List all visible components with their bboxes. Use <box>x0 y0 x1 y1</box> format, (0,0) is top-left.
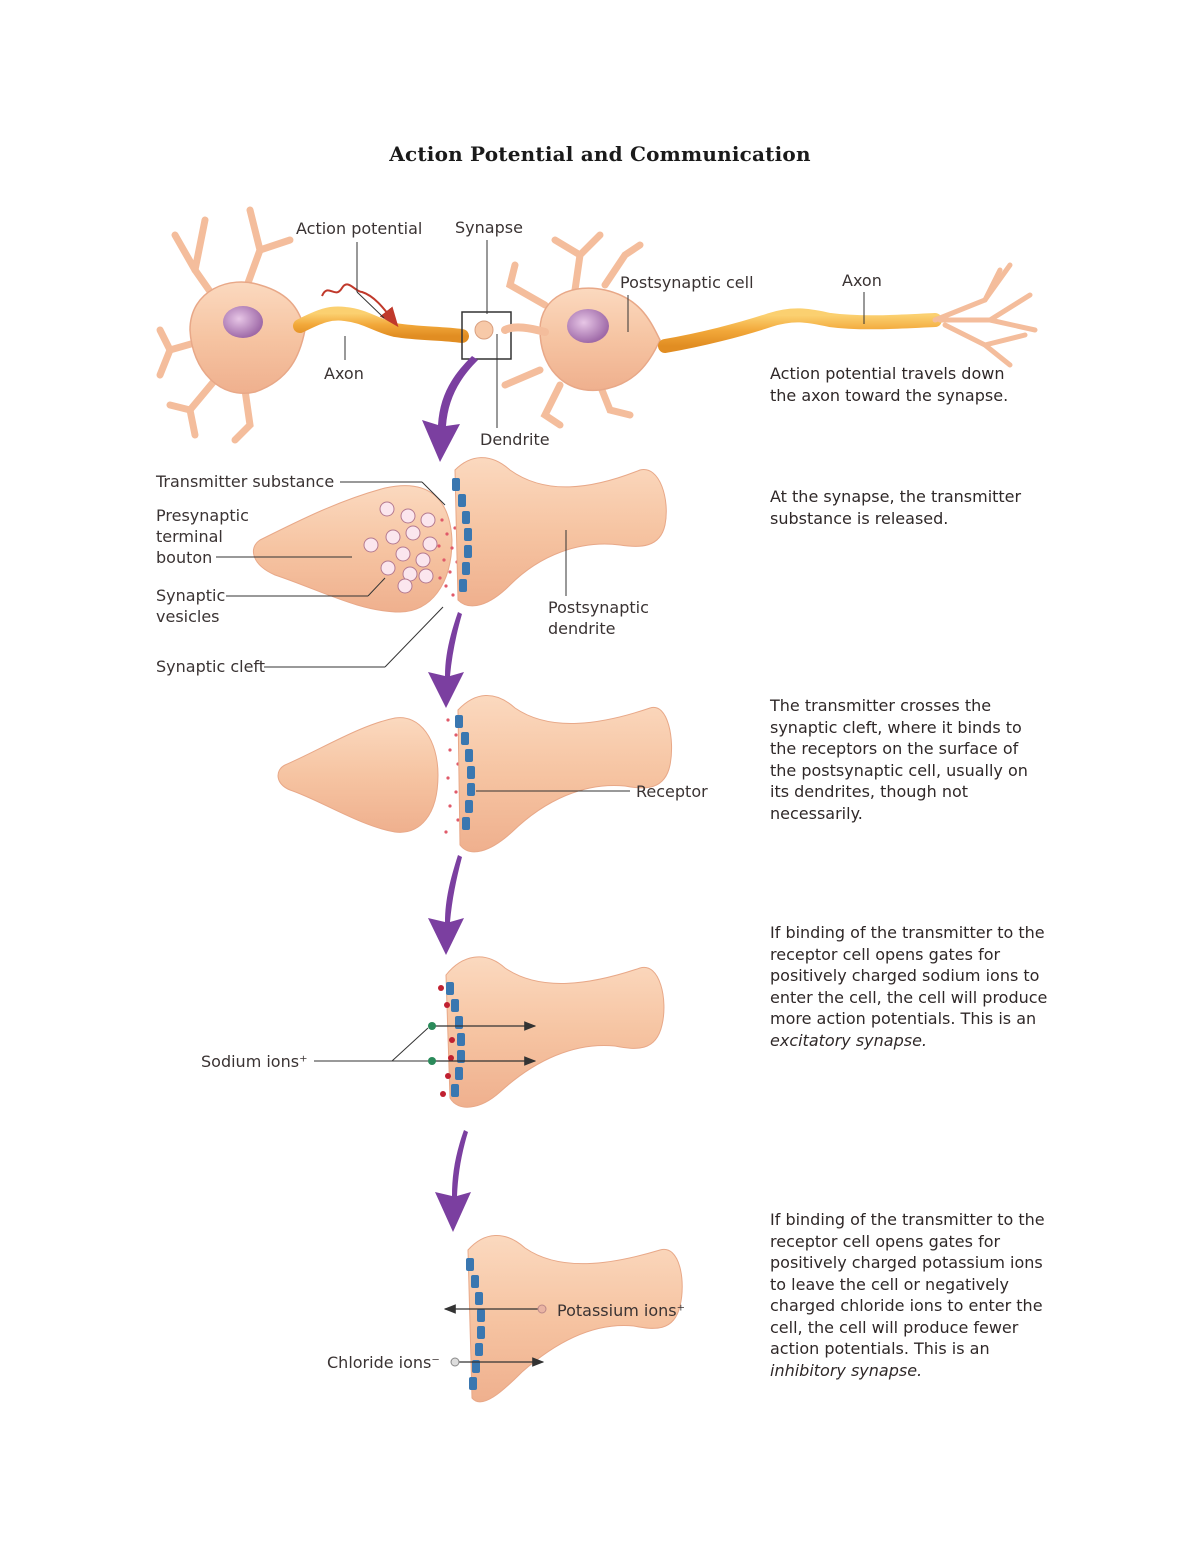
label-receptor: Receptor <box>636 782 708 801</box>
presynaptic-axon <box>293 306 469 343</box>
label-potassium-ions: Potassium ions⁺ <box>557 1301 686 1320</box>
label-presynaptic-line1: Presynaptic <box>156 506 249 525</box>
label-synaptic-vesicles-line1: Synaptic <box>156 586 226 605</box>
page-title: Action Potential and Communication <box>389 142 811 166</box>
label-dendrite: Dendrite <box>480 430 550 449</box>
sodium-ion-arrows <box>314 1021 537 1066</box>
leader-lines-panel2 <box>216 481 567 668</box>
label-chloride-ions: Chloride ions⁻ <box>327 1353 440 1372</box>
postsynaptic-axon <box>658 308 942 353</box>
postsynaptic-neuron <box>501 231 661 429</box>
caption-step5: If binding of the transmitter to the rec… <box>770 1209 1055 1381</box>
label-postsynaptic-dendrite-line2: dendrite <box>548 619 616 638</box>
axon-terminal-branches <box>932 262 1038 368</box>
caption-step5-term: inhibitory synapse. <box>770 1360 923 1380</box>
presynaptic-bouton-2 <box>277 717 439 833</box>
label-synaptic-cleft: Synaptic cleft <box>156 657 266 676</box>
label-action-potential: Action potential <box>296 219 423 238</box>
label-presynaptic-line3: bouton <box>156 548 213 567</box>
label-postsynaptic-dendrite-line1: Postsynaptic <box>548 598 649 617</box>
postsynaptic-dendrite-2 <box>455 695 673 853</box>
ion-flow-arrows <box>443 1304 547 1367</box>
label-transmitter-substance: Transmitter substance <box>156 472 335 491</box>
caption-step5-text: If binding of the transmitter to the rec… <box>770 1210 1045 1358</box>
caption-step4-text: If binding of the transmitter to the rec… <box>770 923 1048 1028</box>
label-synapse: Synapse <box>455 218 523 237</box>
label-synaptic-vesicles-line2: vesicles <box>156 607 220 626</box>
postsynaptic-dendrite-4 <box>466 1235 683 1403</box>
caption-step2: At the synapse, the transmitter substanc… <box>770 487 1022 528</box>
step-arrows <box>422 356 478 1232</box>
label-postsynaptic-cell: Postsynaptic cell <box>620 273 754 292</box>
action-potential-squiggle <box>321 283 399 328</box>
presynaptic-bouton <box>252 485 453 613</box>
label-axon-right: Axon <box>842 271 882 290</box>
transmitter-particles <box>437 518 459 597</box>
caption-step1: Action potential travels down the axon t… <box>770 364 1009 405</box>
leader-lines-row1 <box>344 240 865 428</box>
label-axon-left: Axon <box>324 364 364 383</box>
presynaptic-neuron <box>156 206 306 444</box>
postsynaptic-dendrite-1 <box>452 457 667 607</box>
label-presynaptic-line2: terminal <box>156 527 223 546</box>
label-sodium-ions: Sodium ions⁺ <box>201 1052 308 1071</box>
postsynaptic-dendrite-3 <box>438 956 665 1108</box>
caption-step4: If binding of the transmitter to the rec… <box>770 922 1055 1051</box>
caption-step4-term: excitatory synapse. <box>770 1030 927 1050</box>
caption-step3: The transmitter crosses the synaptic cle… <box>770 696 1028 823</box>
